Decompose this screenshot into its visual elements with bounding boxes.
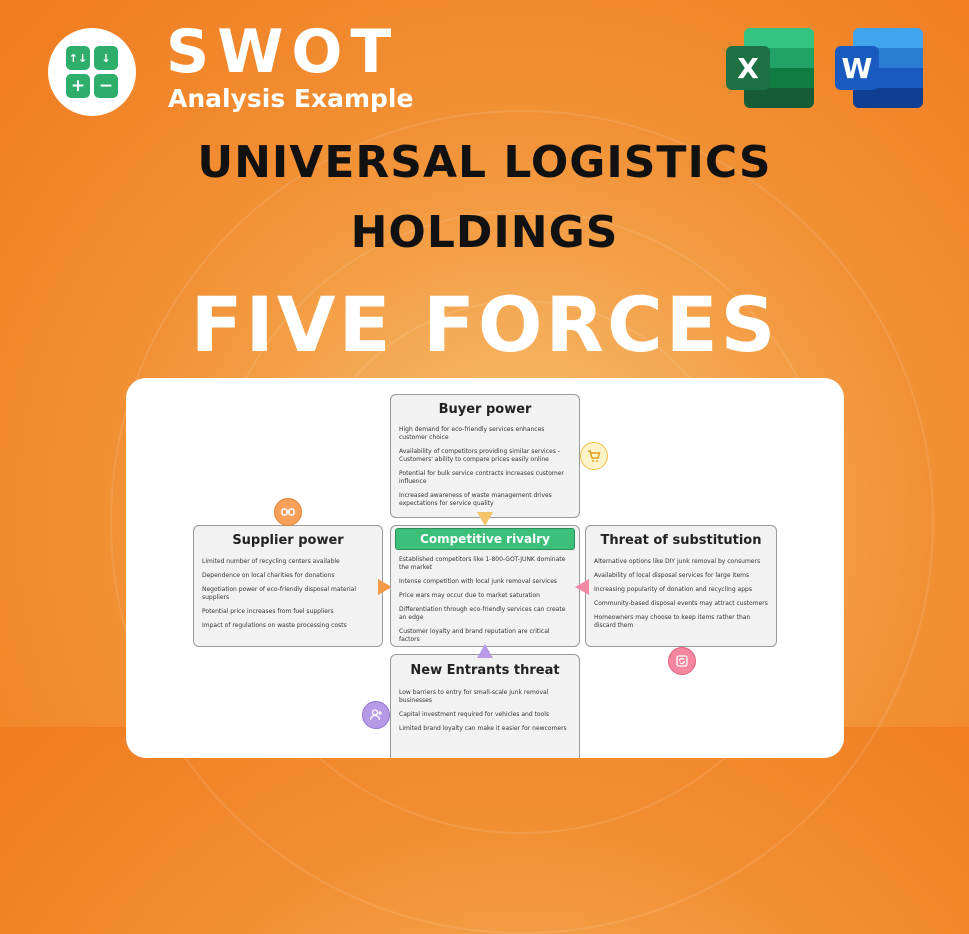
list-item: Community-based disposal events may attr… (594, 600, 768, 607)
buyer-power-box: Buyer power High demand for eco-friendly… (390, 394, 580, 518)
list-item: Increasing popularity of donation and re… (594, 586, 752, 593)
calculator-grid-icon: ↑↓ ↓ + − (66, 46, 118, 98)
excel-icon[interactable]: X (726, 28, 814, 108)
list-item: Availability of competitors providing si… (399, 448, 560, 463)
logo-cell: ↑↓ (66, 46, 90, 70)
list-item: Capital investment required for vehicles… (399, 711, 550, 718)
company-name-line1: UNIVERSAL LOGISTICS (197, 137, 772, 188)
excel-badge: X (726, 46, 770, 90)
supplier-power-box: Supplier power Limited number of recycli… (193, 525, 383, 647)
new-entrants-list: Low barriers to entry for small-scale ju… (391, 689, 579, 733)
list-item: Low barriers to entry for small-scale ju… (399, 689, 549, 704)
refresh-icon (668, 647, 696, 675)
list-item: Negotiation power of eco-friendly dispos… (202, 586, 357, 601)
logo-cell: − (94, 74, 118, 98)
link-icon (274, 498, 302, 526)
new-entrants-title: New Entrants threat (410, 663, 560, 678)
supplier-power-list: Limited number of recycling centers avai… (194, 558, 382, 630)
list-item: Homeowners may choose to keep items rath… (594, 614, 751, 629)
new-entrants-box: New Entrants threat Low barriers to entr… (390, 654, 580, 758)
supplier-power-title: Supplier power (232, 533, 344, 548)
arrow-buyer-down (477, 512, 493, 526)
list-item: High demand for eco-friendly services en… (399, 426, 545, 441)
list-item: Potential price increases from fuel supp… (202, 608, 334, 615)
arrow-supplier-right (378, 579, 392, 595)
list-item: Price wars may occur due to market satur… (399, 592, 540, 599)
arrow-entrants-up (477, 644, 493, 658)
arrow-substitution-left (575, 579, 589, 595)
buyer-power-title: Buyer power (438, 402, 532, 417)
threat-of-substitution-title: Threat of substitution (600, 533, 762, 548)
list-item: Limited brand loyalty can make it easier… (399, 725, 567, 732)
cart-icon (580, 442, 608, 470)
company-name-line2: HOLDINGS (350, 207, 619, 258)
five-forces-diagram: Buyer power High demand for eco-friendly… (126, 378, 844, 758)
brand-subtitle: Analysis Example (168, 84, 414, 113)
logo-cell: + (66, 74, 90, 98)
word-icon[interactable]: W (835, 28, 923, 108)
competitive-rivalry-title: Competitive rivalry (395, 528, 575, 550)
competitive-rivalry-list: Established competitors like 1-800-GOT-J… (391, 556, 579, 644)
list-item: Availability of local disposal services … (594, 572, 750, 579)
add-user-icon (362, 701, 390, 729)
list-item: Differentiation through eco-friendly ser… (399, 606, 566, 621)
list-item: Alternative options like DIY junk remova… (594, 558, 761, 565)
logo-cell: ↓ (94, 46, 118, 70)
list-item: Intense competition with local junk remo… (399, 578, 558, 585)
threat-of-substitution-list: Alternative options like DIY junk remova… (586, 558, 776, 630)
headline: FIVE FORCES (190, 280, 779, 369)
brand-title: SWOT (166, 17, 400, 87)
threat-of-substitution-box: Threat of substitution Alternative optio… (585, 525, 777, 647)
brand-logo: ↑↓ ↓ + − (48, 28, 136, 116)
list-item: Impact of regulations on waste processin… (202, 622, 347, 629)
list-item: Increased awareness of waste management … (399, 492, 552, 507)
list-item: Established competitors like 1-800-GOT-J… (399, 556, 566, 571)
list-item: Potential for bulk service contracts inc… (399, 470, 564, 485)
list-item: Dependence on local charities for donati… (202, 572, 335, 579)
buyer-power-list: High demand for eco-friendly services en… (391, 426, 579, 508)
list-item: Limited number of recycling centers avai… (202, 558, 340, 565)
competitive-rivalry-box: Competitive rivalry Established competit… (390, 525, 580, 647)
word-badge: W (835, 46, 879, 90)
list-item: Customer loyalty and brand reputation ar… (399, 628, 550, 643)
